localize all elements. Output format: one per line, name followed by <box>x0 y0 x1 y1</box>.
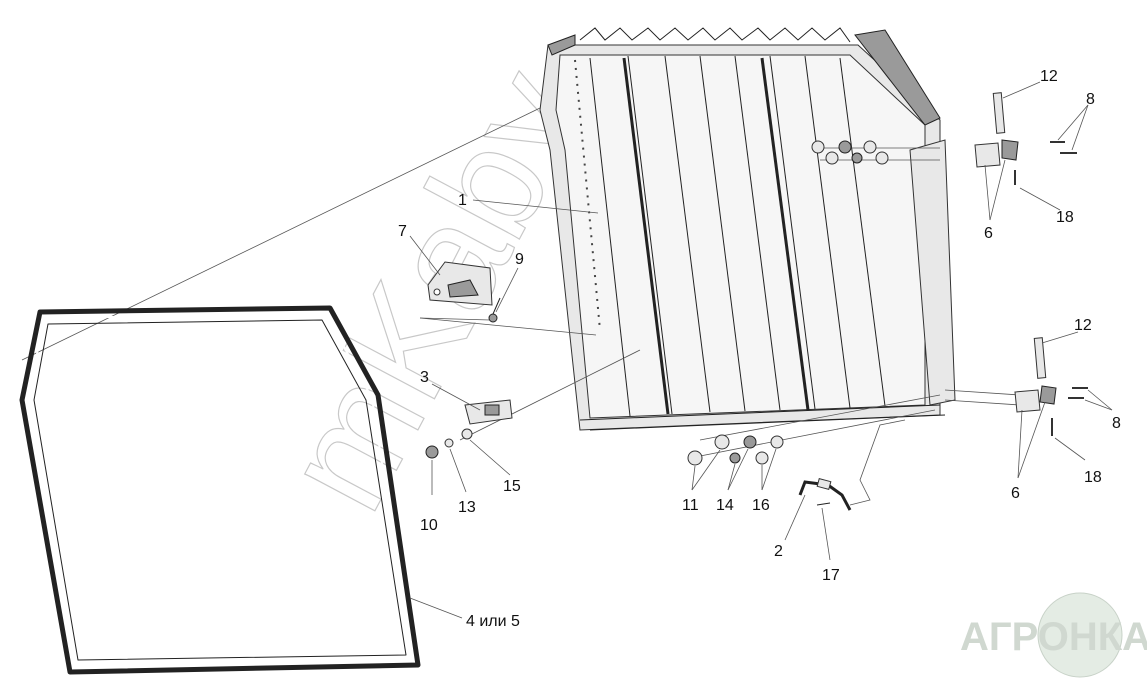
callout-2: 2 <box>774 543 783 560</box>
callout-18-upper: 18 <box>1056 209 1074 226</box>
callout-17: 17 <box>822 567 840 584</box>
washers-left <box>425 428 473 459</box>
callout-4-or-5: 4 или 5 <box>466 613 520 630</box>
callout-8-upper: 8 <box>1086 91 1095 108</box>
callout-8-lower: 8 <box>1112 415 1121 432</box>
callout-11: 11 <box>682 497 699 514</box>
hinge-lower <box>1014 337 1088 436</box>
callout-1: 1 <box>458 192 467 209</box>
hinge-upper <box>974 92 1077 185</box>
agronka-logo: АГРОНКА <box>960 592 1147 678</box>
handle-part-7 <box>427 261 493 306</box>
glass-seal <box>19 305 421 675</box>
callout-9: 9 <box>515 251 524 268</box>
callout-7: 7 <box>398 223 407 240</box>
callout-6-upper: 6 <box>984 225 993 242</box>
callout-3: 3 <box>420 369 429 386</box>
callout-13: 13 <box>458 499 476 516</box>
bolt-part-9 <box>488 297 501 323</box>
latch-part-3 <box>464 399 513 425</box>
nuts-washers-upper <box>811 140 889 165</box>
callout-14: 14 <box>716 497 734 514</box>
callout-15: 15 <box>503 478 521 495</box>
callout-12-lower: 12 <box>1074 317 1092 334</box>
callout-labels: 1 2 3 4 или 5 6 6 7 8 8 9 10 11 12 12 13… <box>398 68 1121 630</box>
callout-16: 16 <box>752 497 770 514</box>
callout-18-lower: 18 <box>1084 469 1102 486</box>
logo-text: АГРОНКА <box>960 615 1147 659</box>
rod-part-2 <box>798 477 852 511</box>
callout-leaders <box>409 81 1113 619</box>
callout-6-lower: 6 <box>1011 485 1020 502</box>
main-frame-panel <box>539 27 956 431</box>
nuts-washers-bottom <box>687 434 784 466</box>
callout-12-upper: 12 <box>1040 68 1058 85</box>
callout-10: 10 <box>420 517 438 534</box>
